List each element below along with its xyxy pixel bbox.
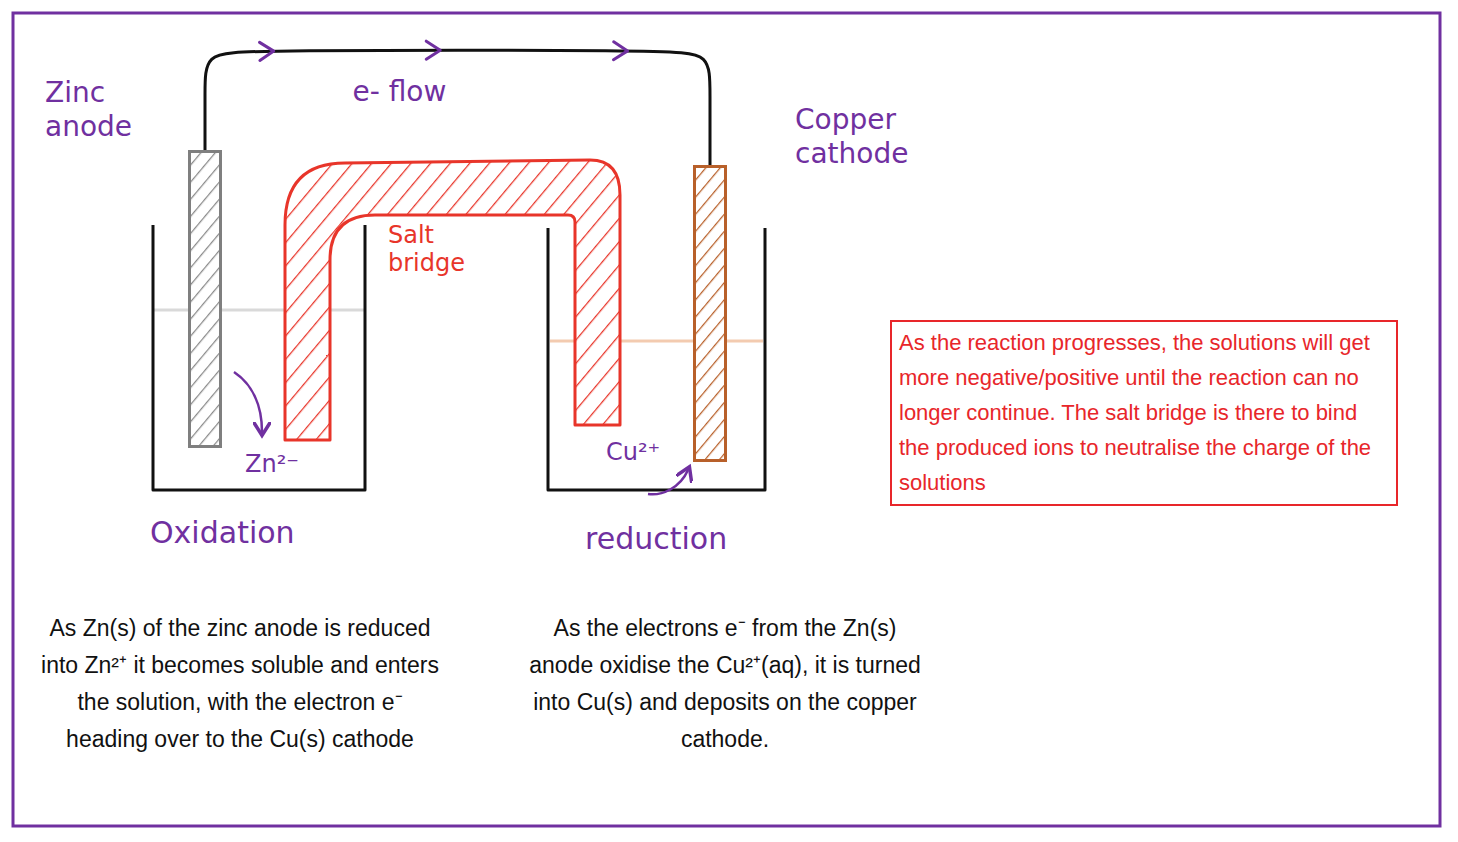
salt-bridge-label: Salt bridge [388,221,492,277]
electrode-body [190,152,221,447]
salt-bridge-shape [280,155,625,445]
flow-arrowhead [613,42,627,60]
note-text: As the reaction progresses, the solution… [899,325,1389,500]
process-label: reduction [585,521,727,557]
flow-arrowhead [426,41,440,59]
flow-arrowhead [260,42,274,60]
electrode-label: Copper cathode [795,103,995,171]
explanation-text: As Zn(s) of the zinc anode is reduced in… [40,610,440,758]
frame-border [13,13,1440,826]
ion-arrow [234,372,262,432]
ion-label: Cu²⁺ [606,438,660,466]
salt-bridge-body [285,160,620,440]
explanation-text: As the electrons e⁻ from the Zn(s) anode… [525,610,925,758]
salt-bridge: Salt bridge [280,155,625,445]
copper-cathode-electrode: Copper cathode [693,165,727,462]
beaker [153,225,365,490]
edge-label: e- flow [349,76,449,108]
wire [205,50,710,165]
electrode-body [695,167,726,461]
zinc-anode-electrode-shape [188,150,222,448]
copper-cathode-electrode-shape [693,165,727,462]
ion-label: Zn²⁻ [245,450,299,478]
note-box: As the reaction progresses, the solution… [890,320,1398,506]
zinc-anode-electrode: Zinc anode [188,150,222,448]
ion-arrow [648,470,688,494]
solution-level [153,309,365,312]
electrode-label: Zinc anode [45,76,173,144]
process-label: Oxidation [150,515,295,551]
